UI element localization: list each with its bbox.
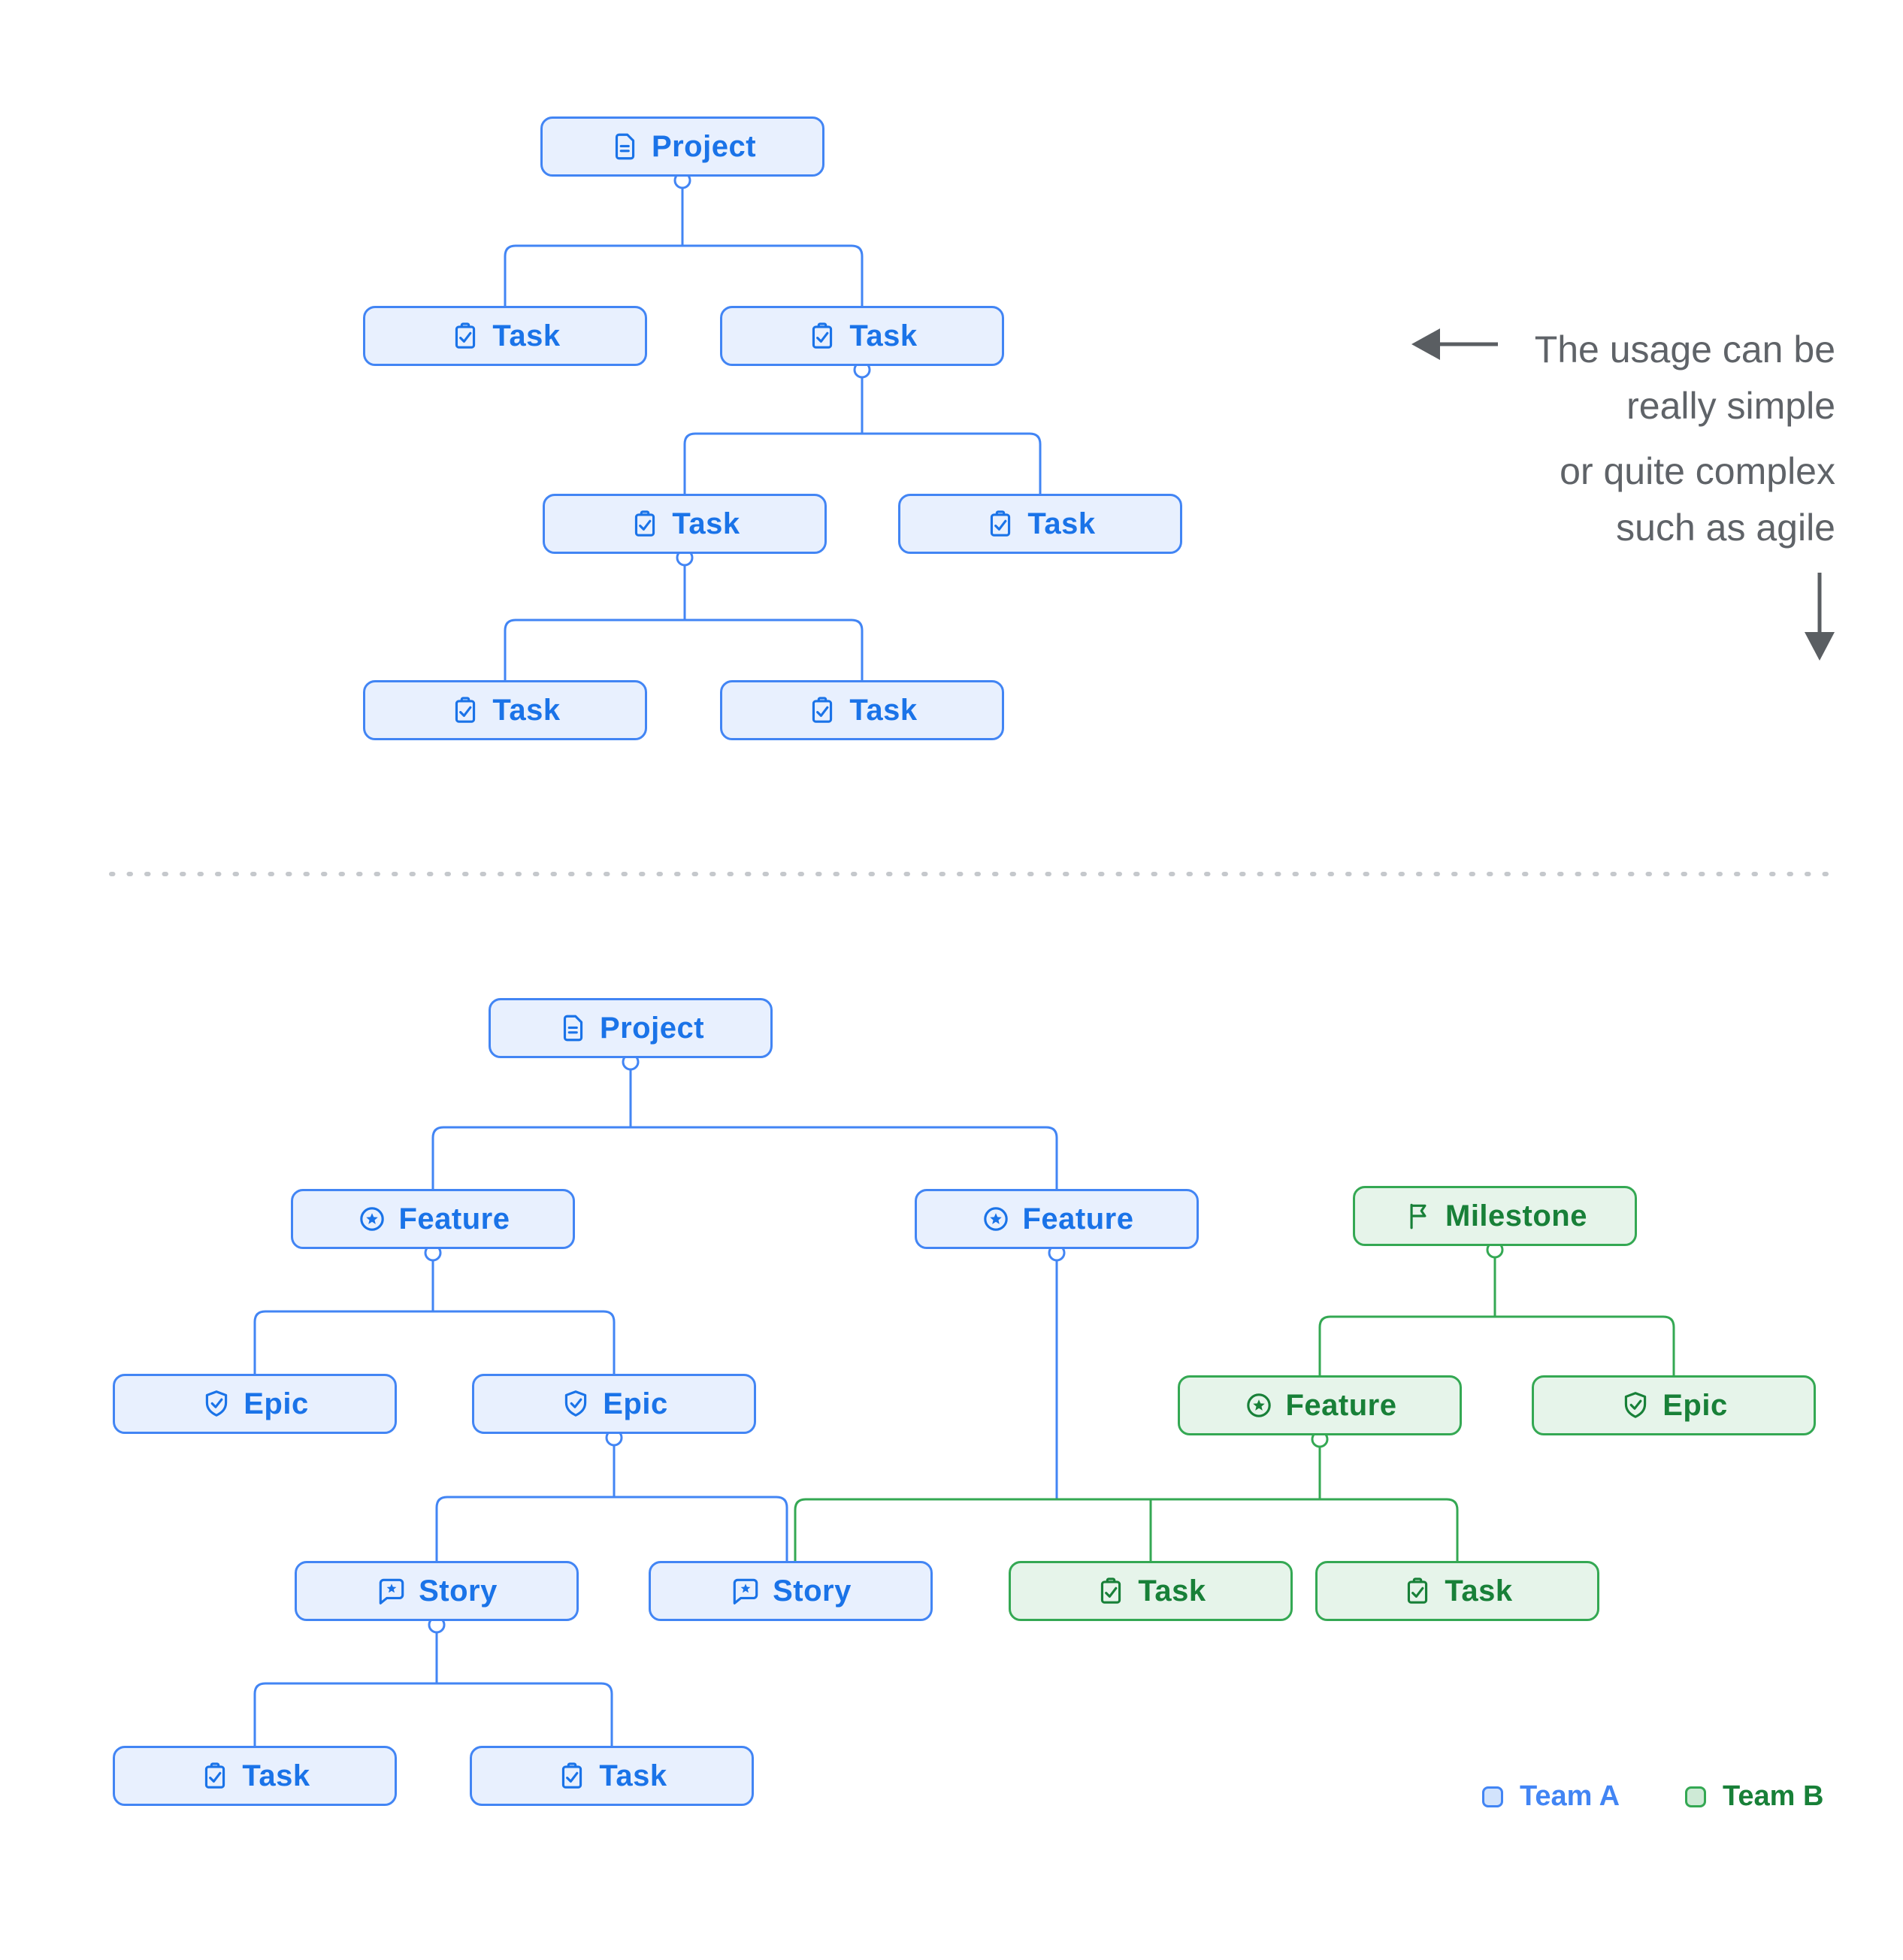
- node-task-simple-mid-right[interactable]: Task: [898, 494, 1182, 554]
- team-a-swatch: [1482, 1786, 1503, 1807]
- task-clipboard-icon: [449, 694, 481, 726]
- node-epic-green[interactable]: Epic: [1532, 1375, 1816, 1435]
- node-label: Feature: [1022, 1202, 1134, 1236]
- node-label: Project: [599, 1011, 705, 1045]
- node-project-complex[interactable]: Project: [489, 998, 773, 1058]
- node-task-green-left[interactable]: Task: [1009, 1561, 1293, 1621]
- node-label: Task: [1138, 1574, 1206, 1608]
- node-task-green-right[interactable]: Task: [1315, 1561, 1599, 1621]
- node-task-complex-bottom-left[interactable]: Task: [113, 1746, 397, 1806]
- node-label: Task: [599, 1759, 667, 1792]
- node-task-simple-left[interactable]: Task: [363, 306, 647, 366]
- node-label: Epic: [1662, 1388, 1728, 1422]
- feature-star-circle-icon: [1243, 1390, 1275, 1421]
- node-label: Epic: [244, 1387, 309, 1420]
- node-label: Story: [773, 1574, 852, 1608]
- story-bubble-star-icon: [730, 1575, 761, 1607]
- task-clipboard-icon: [1402, 1575, 1433, 1607]
- node-story-left[interactable]: Story: [295, 1561, 579, 1621]
- project-document-icon: [557, 1012, 588, 1044]
- node-label: Feature: [398, 1202, 510, 1236]
- task-clipboard-icon: [556, 1760, 588, 1792]
- node-label: Task: [1027, 507, 1096, 540]
- task-clipboard-icon: [806, 320, 838, 352]
- task-clipboard-icon: [1095, 1575, 1127, 1607]
- parent-port-circles-blue: [424, 171, 1066, 1634]
- node-task-simple-bottom-right[interactable]: Task: [720, 680, 1004, 740]
- annotation-complex: or quite complex such as agile: [1560, 443, 1835, 556]
- node-project-simple[interactable]: Project: [540, 116, 824, 177]
- annotation-line: really simple: [1626, 385, 1835, 427]
- node-story-mid[interactable]: Story: [649, 1561, 933, 1621]
- annotation-line: or quite complex: [1560, 450, 1835, 492]
- node-feature-green[interactable]: Feature: [1178, 1375, 1462, 1435]
- node-label: Epic: [603, 1387, 668, 1420]
- legend-team-a: Team A: [1482, 1780, 1620, 1813]
- annotation-line: The usage can be: [1534, 328, 1835, 371]
- node-task-simple-bottom-left[interactable]: Task: [363, 680, 647, 740]
- annotation-arrows: [1411, 328, 1835, 661]
- task-clipboard-icon: [629, 508, 661, 540]
- node-label: Task: [492, 693, 561, 727]
- feature-star-circle-icon: [980, 1203, 1012, 1235]
- node-feature-left[interactable]: Feature: [291, 1189, 575, 1249]
- task-clipboard-icon: [806, 694, 838, 726]
- team-b-swatch: [1685, 1786, 1706, 1807]
- team-a-connectors: [253, 171, 1066, 1746]
- node-task-complex-bottom-right[interactable]: Task: [470, 1746, 754, 1806]
- task-clipboard-icon: [985, 508, 1016, 540]
- node-label: Task: [242, 1759, 310, 1792]
- node-task-simple-mid-left[interactable]: Task: [543, 494, 827, 554]
- legend-label: Team B: [1723, 1780, 1824, 1812]
- task-clipboard-icon: [449, 320, 481, 352]
- epic-shield-icon: [1620, 1390, 1651, 1421]
- epic-shield-icon: [201, 1388, 232, 1420]
- task-clipboard-icon: [199, 1760, 231, 1792]
- node-label: Project: [651, 129, 757, 163]
- project-document-icon: [609, 131, 640, 162]
- node-feature-mid[interactable]: Feature: [915, 1189, 1199, 1249]
- team-b-connectors: [794, 1241, 1675, 1561]
- node-label: Task: [672, 507, 740, 540]
- node-label: Feature: [1285, 1388, 1397, 1422]
- story-bubble-star-icon: [376, 1575, 407, 1607]
- legend-team-b: Team B: [1685, 1780, 1823, 1813]
- arrow-left: [1411, 328, 1498, 360]
- milestone-flag-icon: [1402, 1200, 1434, 1232]
- node-milestone[interactable]: Milestone: [1353, 1186, 1637, 1246]
- annotation-simple: The usage can be really simple: [1535, 322, 1835, 434]
- feature-star-circle-icon: [356, 1203, 388, 1235]
- node-label: Task: [492, 319, 561, 352]
- node-label: Task: [1445, 1574, 1513, 1608]
- arrow-down: [1805, 573, 1835, 661]
- node-task-simple-right[interactable]: Task: [720, 306, 1004, 366]
- node-label: Story: [419, 1574, 498, 1608]
- node-label: Milestone: [1445, 1199, 1587, 1233]
- node-label: Task: [849, 693, 918, 727]
- annotation-line: such as agile: [1616, 507, 1835, 549]
- node-epic-mid[interactable]: Epic: [472, 1374, 756, 1434]
- epic-shield-icon: [560, 1388, 591, 1420]
- node-label: Task: [849, 319, 918, 352]
- parent-port-circles-green: [1311, 1241, 1504, 1448]
- node-epic-left[interactable]: Epic: [113, 1374, 397, 1434]
- legend-label: Team A: [1520, 1780, 1620, 1812]
